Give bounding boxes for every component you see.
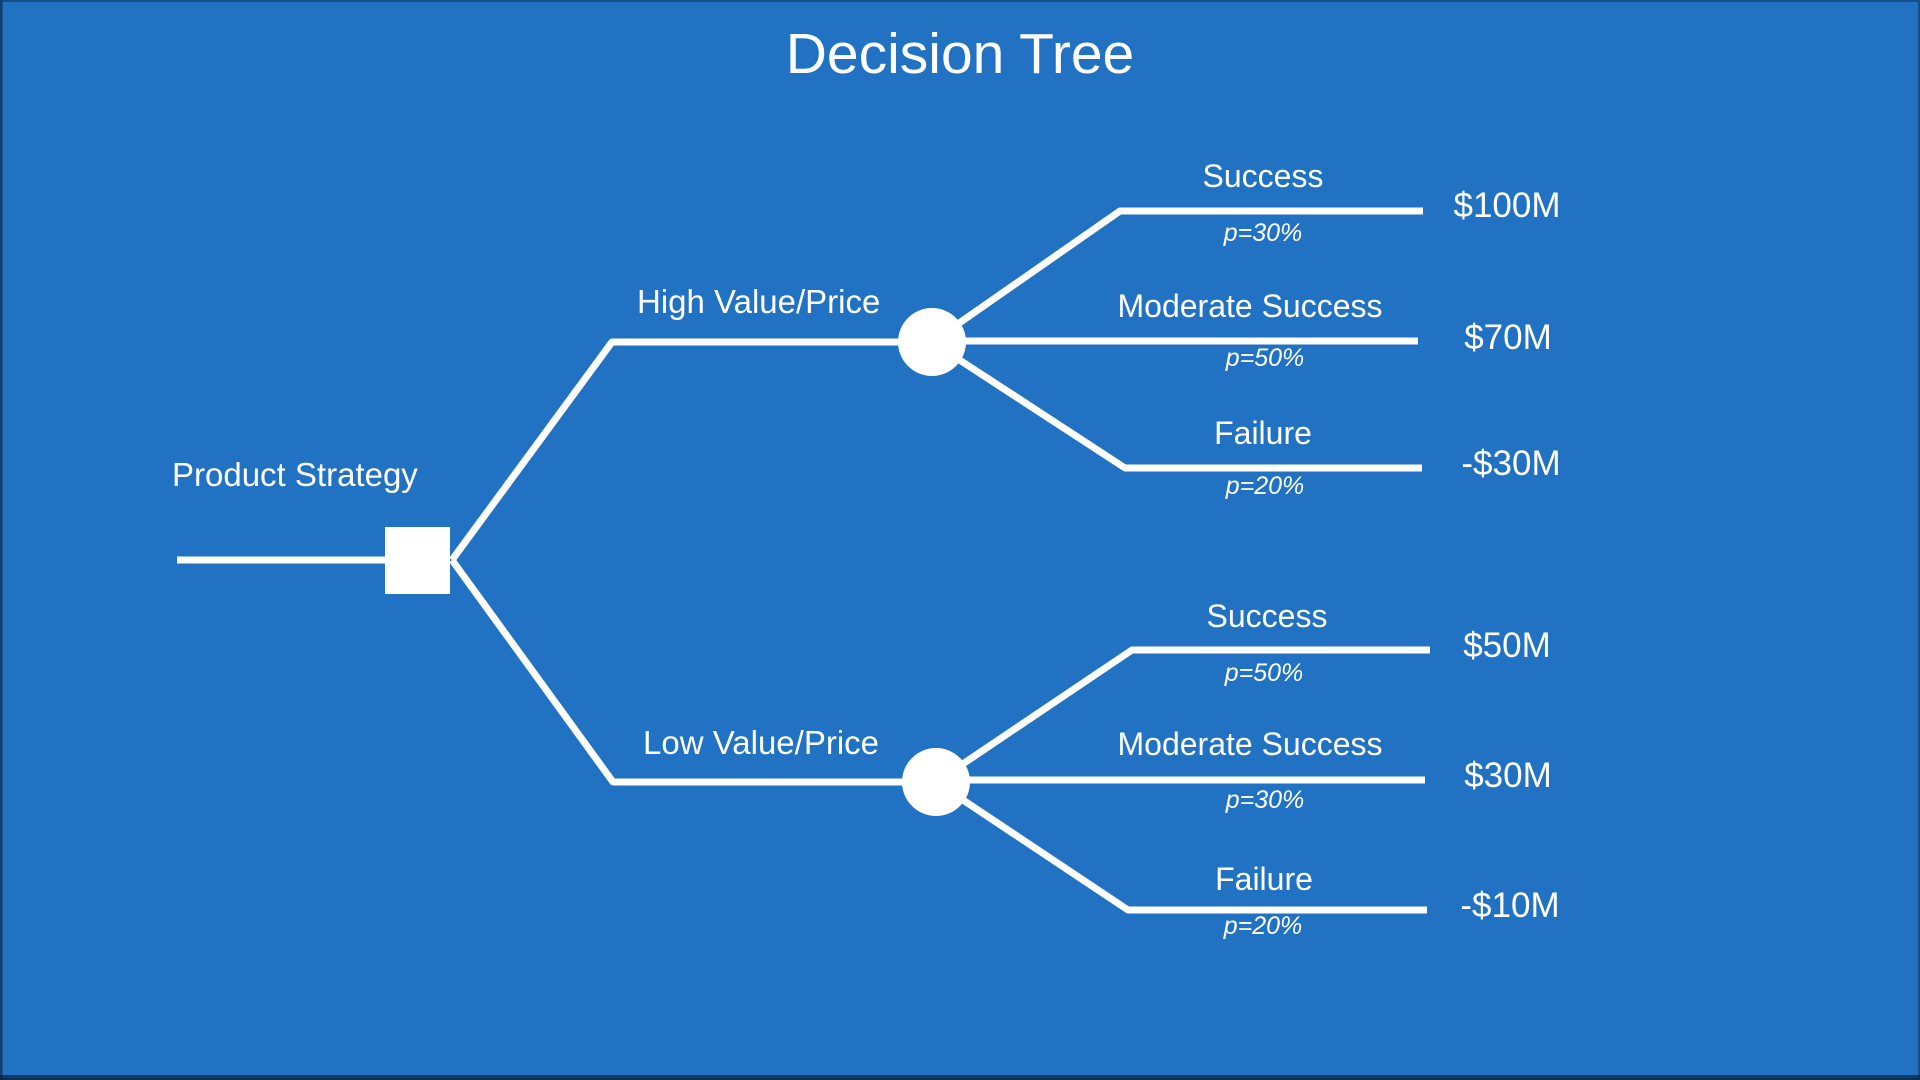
outcome-probability-high-success: p=30% — [1223, 219, 1303, 247]
outcome-label-high-failure: Failure — [1214, 415, 1312, 451]
outcome-label-high-moderate: Moderate Success — [1117, 288, 1383, 324]
outcome-payoff-high-moderate: $70M — [1464, 318, 1552, 357]
chance-node-circle-low-icon — [902, 748, 970, 816]
outcome-payoff-low-failure: -$10M — [1460, 886, 1560, 925]
branch-label-low: Low Value/Price — [643, 724, 880, 761]
outcome-label-low-failure: Failure — [1215, 861, 1313, 897]
outcome-label-low-success: Success — [1206, 598, 1328, 634]
outcome-probability-low-failure: p=20% — [1223, 912, 1303, 940]
decision-node-square-icon — [385, 527, 450, 594]
outcome-label-low-moderate: Moderate Success — [1117, 726, 1383, 762]
outcome-line-high-failure — [930, 339, 1422, 472]
branch-line-low — [449, 557, 904, 786]
outcome-label-high-success: Success — [1202, 158, 1324, 194]
outcome-line-low-failure — [934, 779, 1427, 914]
root-node-label: Product Strategy — [172, 456, 418, 493]
page-title: Decision Tree — [785, 22, 1135, 86]
outcome-probability-low-moderate: p=30% — [1225, 786, 1305, 814]
outcome-payoff-high-failure: -$30M — [1461, 444, 1561, 483]
outcome-line-low-success — [934, 646, 1430, 785]
outcome-line-high-success — [929, 207, 1423, 345]
chance-node-circle-high-icon — [898, 308, 966, 376]
outcome-probability-high-failure: p=20% — [1225, 472, 1305, 500]
outcome-payoff-high-success: $100M — [1453, 186, 1561, 225]
outcome-probability-high-moderate: p=50% — [1225, 344, 1305, 372]
branch-label-high: High Value/Price — [637, 283, 881, 320]
outcome-probability-low-success: p=50% — [1224, 659, 1304, 687]
branch-line-high — [449, 338, 900, 563]
outcome-payoff-low-success: $50M — [1463, 626, 1551, 665]
outcome-payoff-low-moderate: $30M — [1464, 756, 1552, 795]
